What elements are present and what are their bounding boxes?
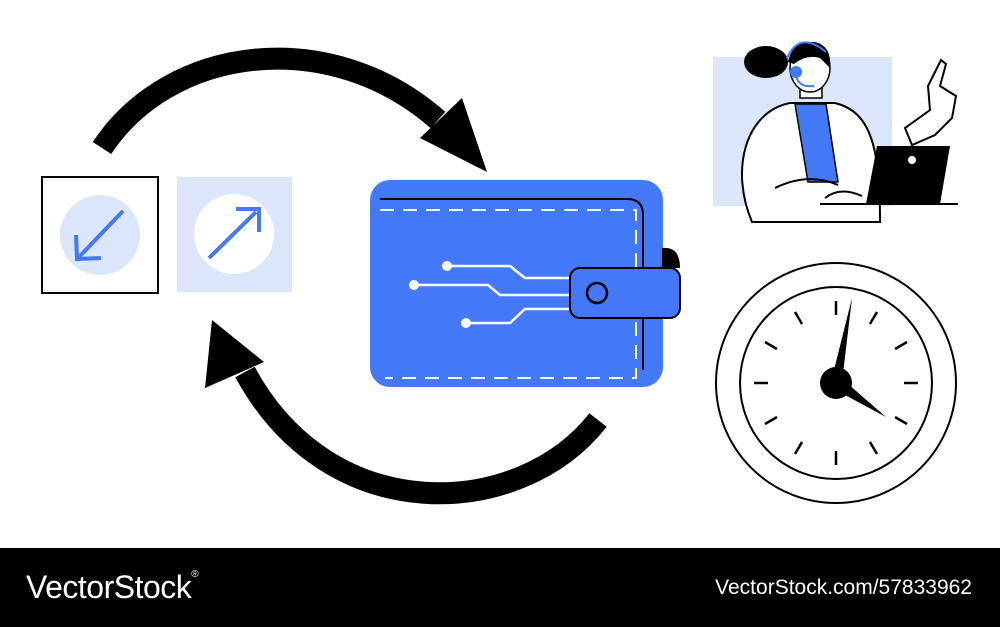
wallet-clasp — [569, 247, 681, 319]
arrow-down-left-icon — [41, 176, 159, 294]
brand-name: VectorStock — [26, 569, 192, 605]
arrow-up-right-icon — [177, 177, 292, 292]
cycle-arrow-bottom-icon — [205, 320, 607, 505]
digital-wallet-icon — [370, 180, 681, 387]
laptop-icon — [820, 146, 958, 205]
image-reference: VectorStock.com/57833962 — [715, 575, 972, 599]
registered-mark: ® — [191, 569, 199, 580]
cycle-arrow-top-icon — [92, 47, 487, 172]
brand-logo: VectorStock® — [26, 569, 199, 606]
clock-icon — [715, 262, 957, 504]
illustration — [41, 41, 958, 505]
circuit-lines — [414, 264, 585, 325]
footer-bar: VectorStock® VectorStock.com/57833962 — [0, 548, 1000, 627]
